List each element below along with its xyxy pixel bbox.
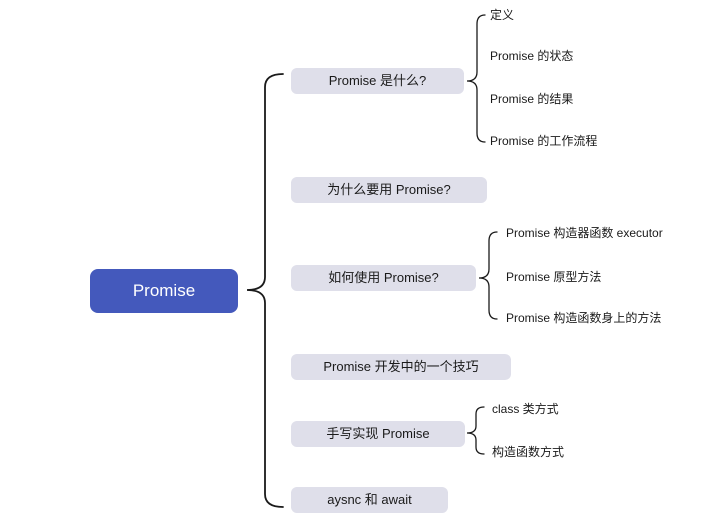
leaf-node-promise-workflow[interactable]: Promise 的工作流程 bbox=[490, 134, 598, 148]
leaf-node-definition[interactable]: 定义 bbox=[490, 8, 515, 22]
branch-node-handwrite-promise[interactable]: 手写实现 Promise bbox=[291, 421, 465, 447]
leaf-node-prototype-methods[interactable]: Promise 原型方法 bbox=[506, 270, 602, 284]
branch-node-why-use-promise[interactable]: 为什么要用 Promise? bbox=[291, 177, 487, 203]
leaf-node-constructor-static-methods[interactable]: Promise 构造函数身上的方法 bbox=[506, 311, 662, 325]
root-brace bbox=[246, 73, 284, 508]
brace-handwrite-promise bbox=[466, 406, 485, 455]
leaf-node-constructor-executor[interactable]: Promise 构造器函数 executor bbox=[506, 226, 663, 240]
brace-how-to-use-promise bbox=[478, 231, 498, 320]
root-node-promise[interactable]: Promise bbox=[90, 269, 238, 313]
leaf-node-promise-state[interactable]: Promise 的状态 bbox=[490, 49, 574, 63]
brace-what-is-promise bbox=[466, 14, 486, 143]
leaf-node-constructor-style[interactable]: 构造函数方式 bbox=[492, 445, 565, 459]
leaf-node-class-style[interactable]: class 类方式 bbox=[492, 402, 559, 416]
branch-node-async-await[interactable]: aysnc 和 await bbox=[291, 487, 448, 513]
leaf-node-promise-result[interactable]: Promise 的结果 bbox=[490, 92, 574, 106]
branch-node-dev-technique[interactable]: Promise 开发中的一个技巧 bbox=[291, 354, 511, 380]
branch-node-how-to-use-promise[interactable]: 如何使用 Promise? bbox=[291, 265, 476, 291]
branch-node-what-is-promise[interactable]: Promise 是什么? bbox=[291, 68, 464, 94]
